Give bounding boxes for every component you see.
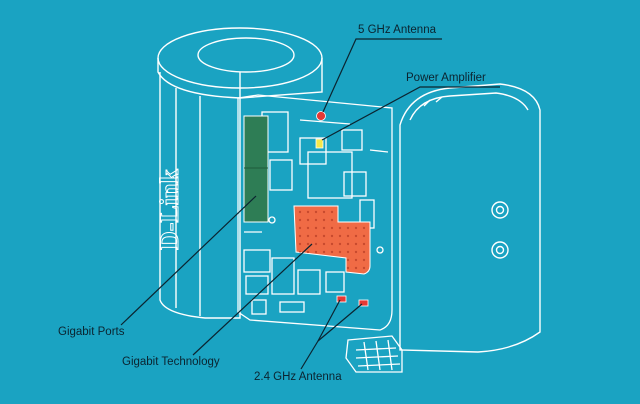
bottom-vent-tray	[345, 335, 403, 373]
gigabit-ports-block	[243, 115, 269, 223]
leader-lines	[120, 38, 500, 370]
power-amplifier-marker	[315, 138, 324, 149]
dlink-logo-icon: D-Link	[155, 169, 184, 250]
leader-gigabit-ports	[120, 195, 257, 326]
label-power-amplifier: Power Amplifier	[406, 72, 486, 84]
leader-5ghz	[322, 38, 442, 113]
label-24ghz-antenna: 2.4 GHz Antenna	[254, 371, 342, 383]
label-5ghz-antenna: 5 GHz Antenna	[358, 24, 436, 36]
antenna-5ghz-marker	[316, 111, 326, 121]
leader-power-amplifier	[321, 86, 500, 141]
label-gigabit-technology: Gigabit Technology	[122, 356, 220, 368]
leader-gigabit-technology	[192, 243, 313, 356]
leader-24ghz-a	[300, 299, 341, 370]
antenna-24ghz-marker-right	[358, 299, 369, 307]
leader-24ghz-b	[317, 303, 363, 342]
antenna-24ghz-marker-left	[336, 295, 347, 303]
circuit-board	[237, 94, 393, 331]
right-housing	[399, 83, 541, 353]
label-gigabit-ports: Gigabit Ports	[58, 326, 125, 338]
